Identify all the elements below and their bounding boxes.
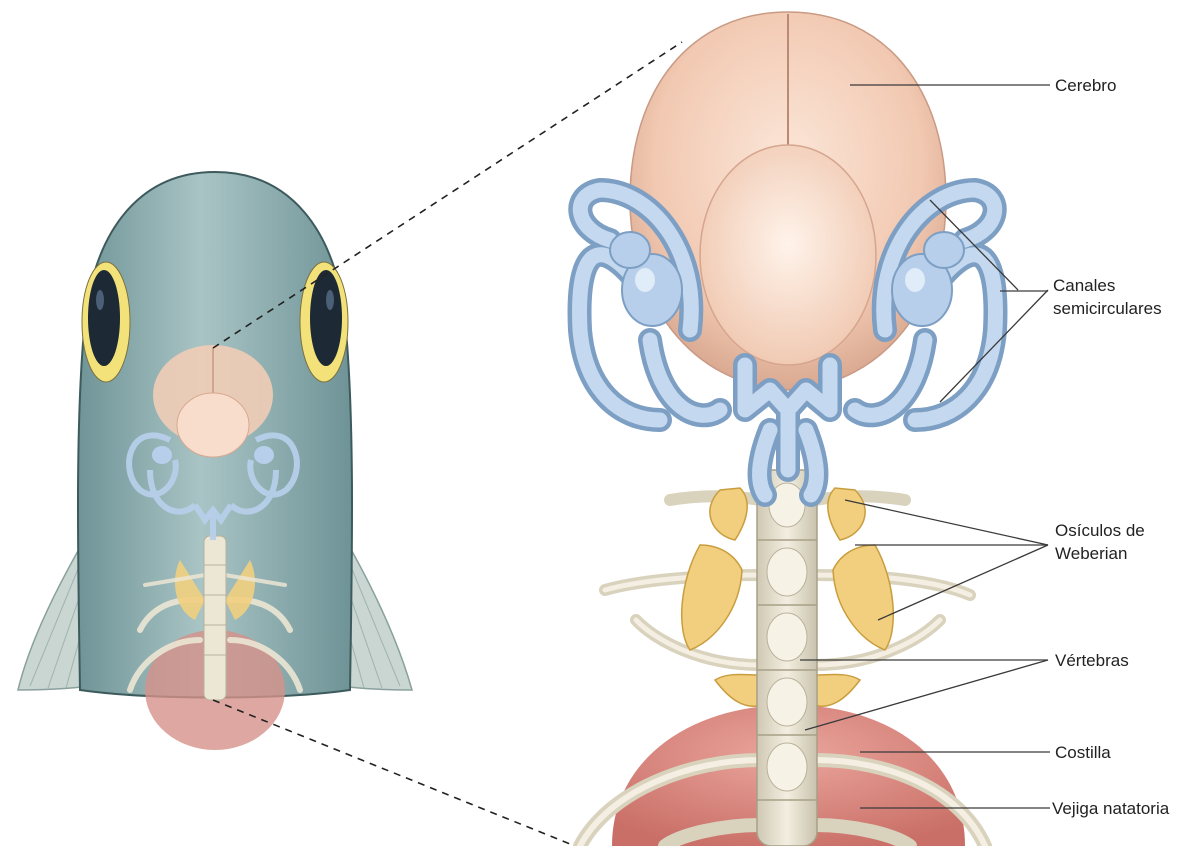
label-vejiga: Vejiga natatoria: [1052, 799, 1170, 818]
label-vertebras: Vértebras: [1055, 651, 1129, 670]
fish-head-overview: [18, 172, 412, 750]
brain-cerebellum: [700, 145, 876, 365]
labels: Cerebro Canales semicirculares Osículos …: [1052, 76, 1170, 818]
zoom-line-bottom: [213, 700, 575, 846]
label-canales-2: semicirculares: [1053, 299, 1162, 318]
left-eye: [88, 270, 120, 366]
vertebral-column: [757, 470, 817, 846]
mini-spine: [204, 536, 226, 700]
zoomed-anatomy: [580, 12, 996, 846]
label-costilla: Costilla: [1055, 743, 1111, 762]
label-canales-1: Canales: [1053, 276, 1115, 295]
label-osiculos-2: Weberian: [1055, 544, 1127, 563]
label-cerebro: Cerebro: [1055, 76, 1116, 95]
right-eye: [310, 270, 342, 366]
label-osiculos-1: Osículos de: [1055, 521, 1145, 540]
